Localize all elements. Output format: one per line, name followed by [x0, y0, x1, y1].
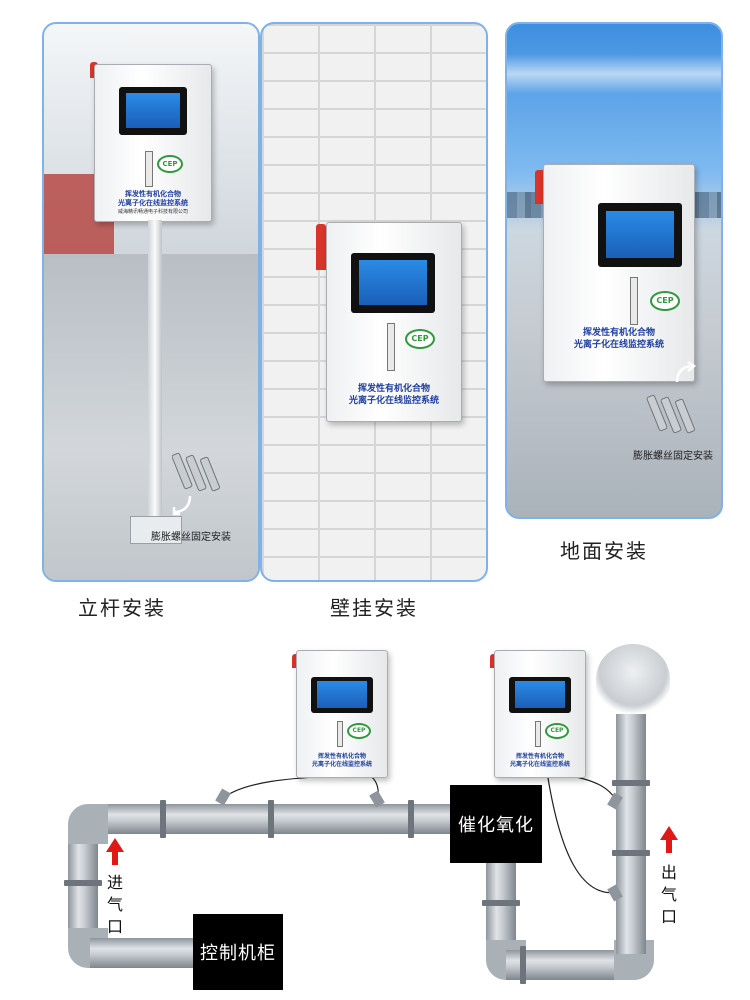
wall-install-panel: CEP 挥发性有机化合物 光离子化在线监控系统	[260, 22, 488, 582]
inlet-label: 进气口	[106, 873, 123, 936]
pipe-outlet-vertical	[616, 714, 646, 954]
cabinet-title-line1: 挥发性有机化合物	[515, 753, 564, 760]
wall-install-caption: 壁挂安装	[330, 596, 418, 620]
outlet-arrow-shaft	[666, 839, 672, 853]
sensor-wires	[215, 771, 623, 902]
curved-arrow-icon	[172, 495, 192, 516]
cabinet-title-line1: 挥发性有机化合物	[125, 190, 181, 198]
pipe-bottom-left	[90, 938, 200, 968]
monitor-cabinet: CEP 挥发性有机化合物 光离子化在线监控系统	[326, 222, 462, 422]
ground-install-panel: CEP 挥发性有机化合物 光离子化在线监控系统 膨胀螺丝固定安装	[505, 22, 723, 519]
cabinet-title-line2: 光离子化在线监控系统	[348, 396, 439, 406]
cabinet-title-line1: 挥发性有机化合物	[357, 384, 430, 394]
flow-meter	[535, 721, 541, 747]
pole-install-caption: 立杆安装	[78, 596, 166, 620]
pipe-joint	[520, 946, 526, 984]
touch-screen	[351, 253, 435, 313]
pipe-joint	[612, 850, 650, 856]
exhaust-smoke	[596, 644, 670, 714]
pipe-joint	[482, 900, 520, 906]
flow-meter	[630, 277, 638, 325]
touch-screen	[311, 677, 373, 713]
cloud-band	[507, 54, 721, 94]
pole-bolt-note: 膨胀螺丝固定安装	[151, 532, 231, 543]
cabinet-title-line2: 光离子化在线监控系统	[311, 761, 372, 768]
inlet-arrow-icon	[106, 838, 124, 852]
pipe-joint	[268, 800, 274, 838]
alarm-beacon	[292, 654, 298, 668]
pipe-left-vertical	[68, 826, 98, 946]
cabinet-title-line2: 光离子化在线监控系统	[573, 340, 664, 350]
cep-logo: CEP	[405, 329, 435, 349]
catalytic-oxidation-box: 催化氧化	[450, 785, 542, 863]
cabinet-title-line1: 挥发性有机化合物	[317, 753, 366, 760]
mounting-pole	[148, 220, 162, 520]
cabinet-company: 威海精讯畅通电子科技有限公司	[117, 209, 188, 215]
outlet-label: 出气口	[660, 863, 677, 926]
inlet-arrow-shaft	[112, 851, 118, 865]
touch-screen	[119, 87, 187, 135]
pipe-joint	[64, 880, 102, 886]
cep-logo: CEP	[545, 723, 569, 739]
flow-meter	[145, 151, 153, 187]
control-cabinet-box: 控制机柜	[193, 914, 283, 990]
ground-install-caption: 地面安装	[560, 539, 648, 563]
curved-arrow-icon	[675, 360, 697, 383]
alarm-beacon	[316, 224, 326, 270]
ground-bolt-note: 膨胀螺丝固定安装	[633, 451, 713, 462]
cabinet-title-line2: 光离子化在线监控系统	[509, 761, 570, 768]
monitor-cabinet: CEP 挥发性有机化合物 光离子化在线监控系统 威海精讯畅通电子科技有限公司	[94, 64, 212, 222]
monitor-cabinet: CEP 挥发性有机化合物 光离子化在线监控系统	[296, 650, 388, 778]
cep-logo: CEP	[650, 291, 680, 311]
touch-screen	[598, 203, 682, 267]
pipe-joint	[160, 800, 166, 838]
expansion-bolt-icon	[646, 394, 695, 434]
touch-screen	[509, 677, 571, 713]
cabinet-title-line2: 光离子化在线监控系统	[118, 199, 188, 207]
alarm-beacon	[535, 170, 545, 204]
outlet-arrow-icon	[660, 826, 678, 840]
pipe-elbow-top-left	[68, 804, 108, 844]
cep-logo: CEP	[157, 155, 183, 173]
flow-meter	[387, 323, 395, 371]
monitor-cabinet: CEP 挥发性有机化合物 光离子化在线监控系统	[494, 650, 586, 778]
pipe-bottom-right	[506, 950, 630, 980]
pipe-joint	[408, 800, 414, 838]
alarm-beacon	[490, 654, 496, 668]
pole-install-panel: CEP 挥发性有机化合物 光离子化在线监控系统 威海精讯畅通电子科技有限公司 膨…	[42, 22, 260, 582]
expansion-bolt-icon	[172, 452, 220, 492]
flow-meter	[337, 721, 343, 747]
pole-base-plate	[130, 516, 182, 544]
cep-logo: CEP	[347, 723, 371, 739]
monitor-cabinet: CEP 挥发性有机化合物 光离子化在线监控系统	[543, 164, 695, 382]
cabinet-title-line1: 挥发性有机化合物	[582, 328, 655, 338]
pipe-joint	[612, 780, 650, 786]
